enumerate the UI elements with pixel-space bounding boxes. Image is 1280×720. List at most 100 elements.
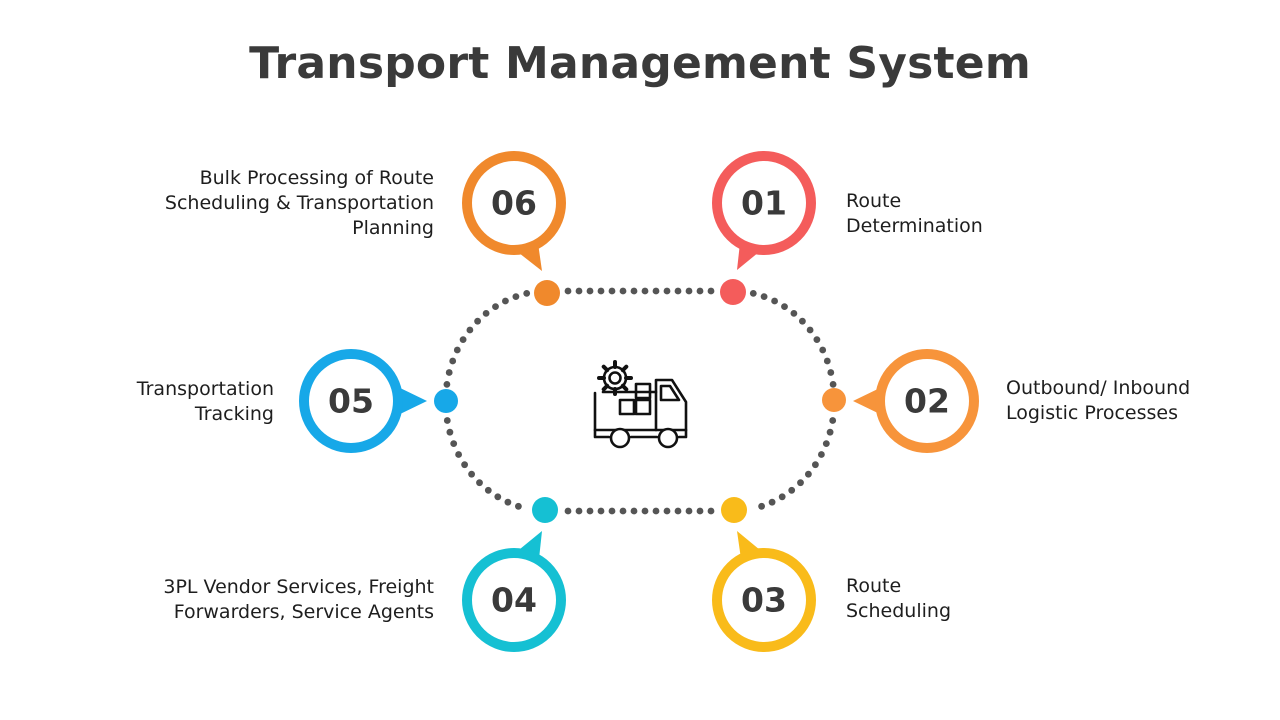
step-01-label: Route Determination	[846, 189, 983, 239]
track-dot	[707, 287, 715, 295]
step-01-pin: 01	[712, 151, 816, 305]
step-06-label-line: Scheduling & Transportation	[164, 192, 434, 214]
track-dot	[502, 297, 509, 305]
track-dot	[474, 317, 481, 325]
track-dot	[685, 287, 693, 295]
track-dot	[827, 369, 835, 376]
step-04-label: 3PL Vendor Services, Freight Forwarders,…	[163, 575, 434, 625]
track-dot	[515, 502, 522, 510]
track-dot	[771, 297, 778, 305]
track-dot	[758, 502, 765, 510]
track-dot	[781, 303, 788, 310]
step-02-label-line: Logistic Processes	[1006, 402, 1178, 424]
track-dot	[459, 336, 467, 343]
step-06-label: Bulk Processing of Route Scheduling & Tr…	[165, 166, 434, 241]
track-dot	[829, 381, 837, 388]
track-dot	[512, 293, 520, 300]
track-dot	[443, 417, 451, 424]
track-dot	[504, 498, 512, 506]
gear-tooth	[620, 364, 629, 373]
track-dot	[799, 317, 806, 325]
step-02-label-line: Outbound/ Inbound	[1006, 377, 1191, 399]
step-04-label-line: 3PL Vendor Services, Freight	[163, 576, 434, 598]
step-04-node	[532, 497, 558, 523]
track-dot	[674, 507, 682, 515]
step-06-label-line: Planning	[352, 217, 434, 239]
track-dot	[619, 507, 627, 515]
track-dot	[597, 507, 605, 515]
gear-tooth	[620, 383, 629, 392]
track-dot	[685, 507, 693, 515]
track-dot	[630, 287, 638, 295]
track-dot	[641, 507, 649, 515]
step-03-label: Route Scheduling	[846, 574, 951, 624]
track-dot	[806, 326, 814, 334]
step-01-label-line: Determination	[846, 215, 983, 237]
gear-tooth	[601, 364, 610, 373]
step-05-label: Transportation Tracking	[137, 377, 274, 427]
step-03-node	[721, 497, 747, 523]
track-dot	[663, 507, 671, 515]
track-dot	[826, 428, 834, 436]
track-dot	[523, 290, 531, 297]
gear-tooth	[601, 383, 610, 392]
track-dot	[819, 346, 827, 354]
track-dot	[652, 287, 660, 295]
track-dot	[790, 310, 798, 317]
track-dot	[619, 287, 627, 295]
step-02-ring	[875, 349, 979, 453]
track-dot	[663, 287, 671, 295]
step-02-number: 02	[904, 382, 950, 421]
track-dot	[455, 451, 462, 458]
step-03-pin: 03	[712, 497, 816, 652]
step-02-pin: 02	[822, 349, 979, 453]
track-dot	[492, 303, 499, 310]
track-dot	[461, 461, 468, 469]
track-dot	[484, 486, 492, 494]
step-01-label-line: Route	[846, 190, 902, 212]
step-05-ring	[299, 349, 403, 453]
track-dot	[494, 493, 502, 501]
track-dot	[450, 440, 458, 447]
step-05-pointer	[396, 386, 427, 416]
track-dot	[778, 493, 786, 501]
step-05-node	[434, 389, 458, 413]
track-dot	[630, 507, 638, 515]
track-dot	[597, 287, 605, 295]
step-03-label-line: Route	[846, 575, 902, 597]
track-dot	[586, 287, 594, 295]
track-dot	[445, 369, 453, 376]
track-dot	[468, 470, 475, 478]
dotted-track	[443, 287, 837, 515]
step-06-node	[534, 280, 560, 306]
track-dot	[674, 287, 682, 295]
step-05-pin: 05	[299, 349, 458, 453]
track-dot	[652, 507, 660, 515]
step-04-number: 04	[491, 581, 537, 620]
step-02-label: Outbound/ Inbound Logistic Processes	[1006, 376, 1190, 426]
step-05-number: 05	[328, 382, 374, 421]
step-06-label-line: Bulk Processing of Route	[199, 167, 434, 189]
step-01-ring	[712, 151, 816, 255]
track-dot	[446, 428, 454, 436]
track-dot	[829, 417, 837, 424]
track-dot	[608, 507, 616, 515]
step-05-label-line: Transportation	[136, 378, 274, 400]
track-dot	[482, 310, 490, 317]
track-dot	[760, 293, 768, 300]
track-dot	[818, 451, 825, 458]
track-dot	[788, 486, 796, 494]
step-06-number: 06	[491, 184, 537, 223]
step-04-pin: 04	[462, 497, 566, 652]
track-dot	[449, 357, 457, 365]
track-dot	[608, 287, 616, 295]
track-dot	[443, 381, 451, 388]
track-dot	[797, 479, 804, 487]
track-dot	[641, 287, 649, 295]
step-03-label-line: Scheduling	[846, 600, 952, 622]
track-dot	[476, 479, 483, 487]
track-dot	[749, 290, 757, 297]
track-dot	[575, 507, 583, 515]
track-dot	[823, 357, 831, 365]
track-dot	[805, 470, 812, 478]
